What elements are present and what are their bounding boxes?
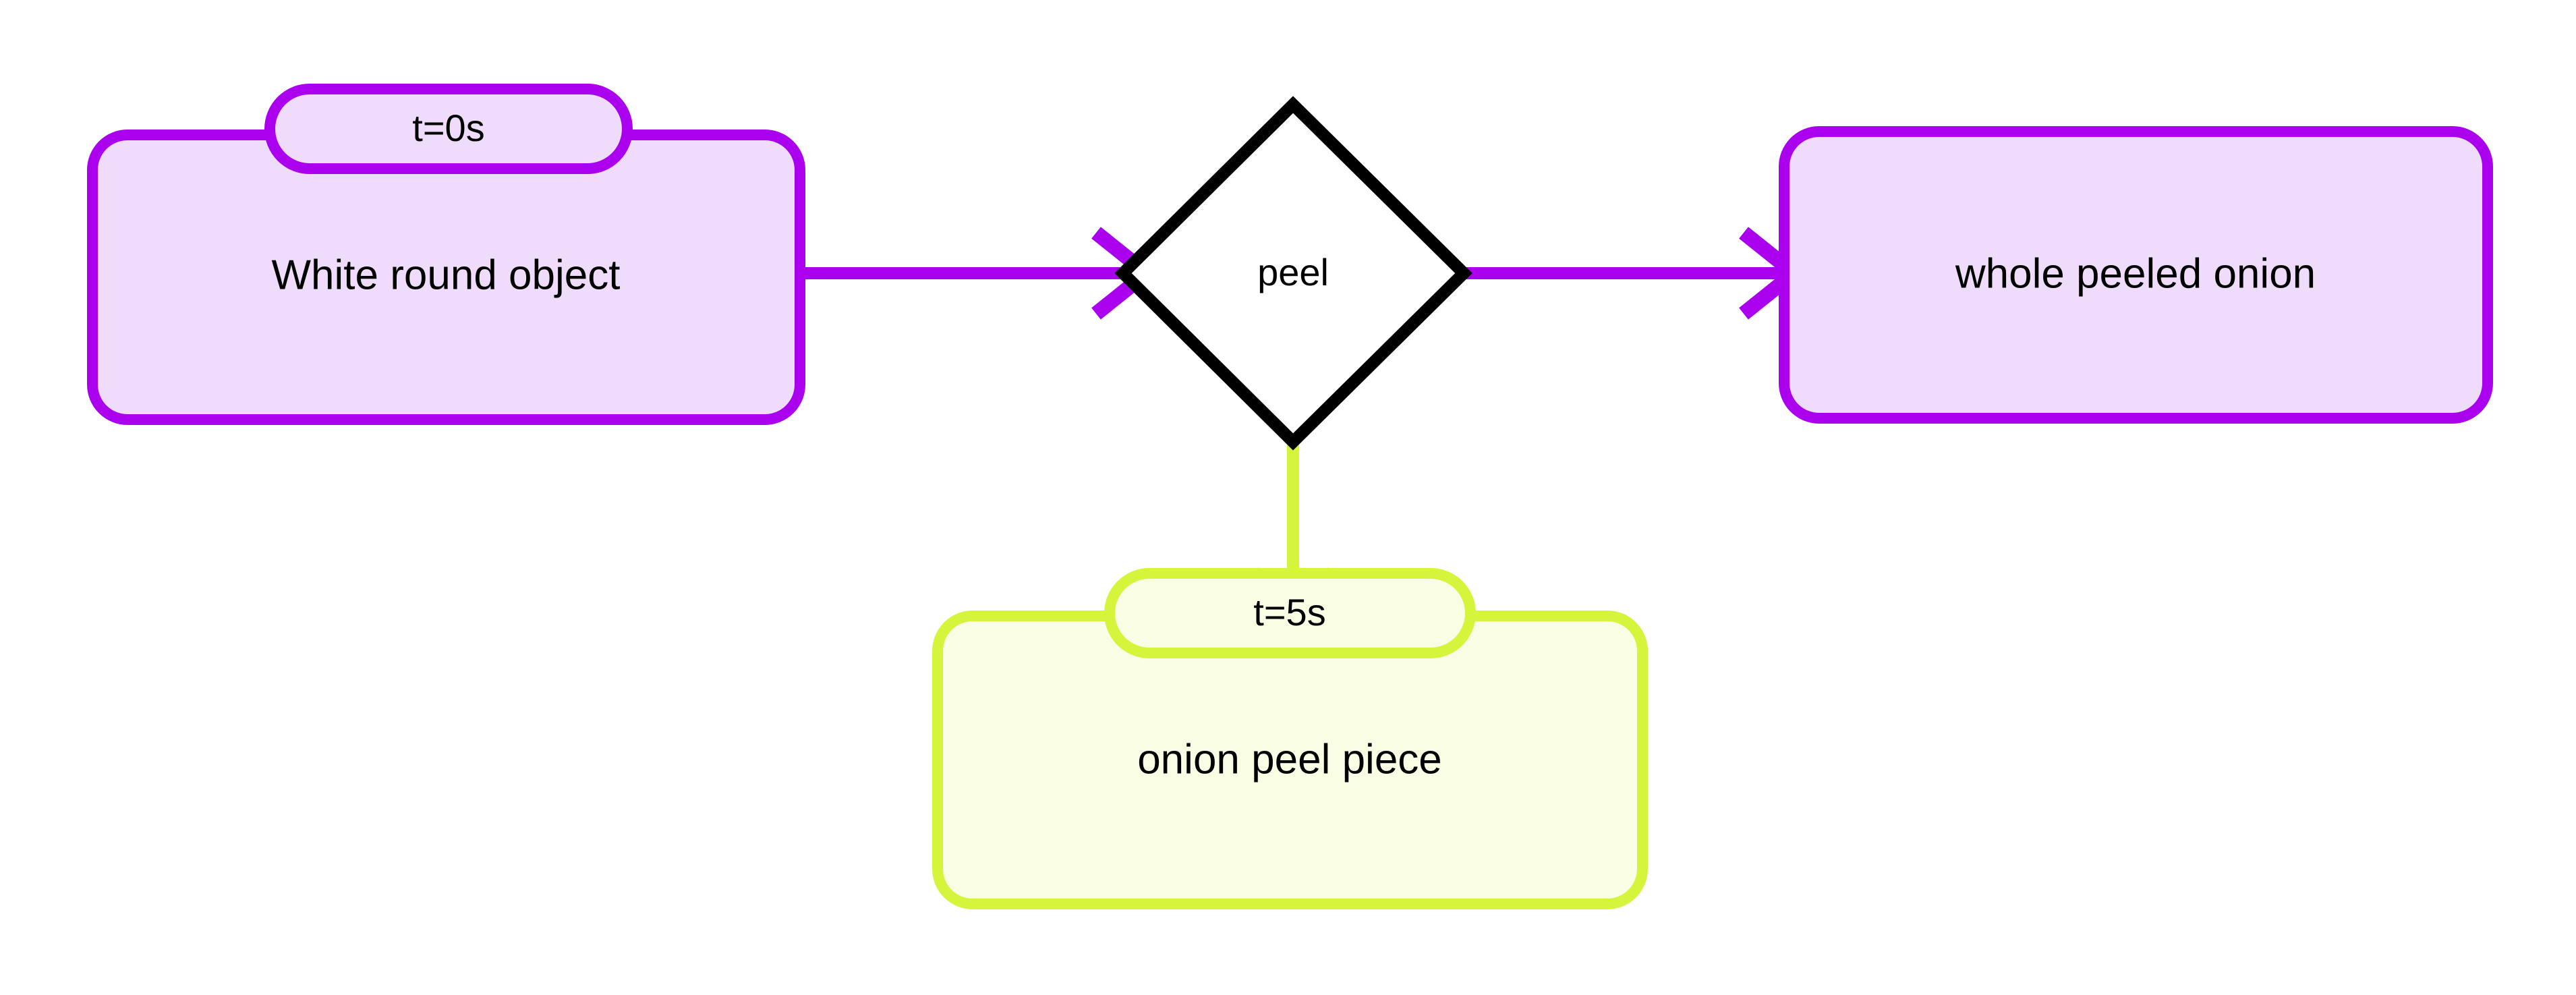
node-action[interactable]: peel: [1114, 96, 1472, 451]
node-action-label: peel: [1257, 251, 1329, 293]
node-result-bottom[interactable]: t=5s onion peel piece: [932, 568, 1648, 909]
node-result-bottom-time-text: t=5s: [1253, 591, 1325, 633]
node-start-time-text: t=0s: [412, 107, 484, 149]
node-result-right-body[interactable]: [1779, 126, 2493, 424]
edge-action-to-right: [1461, 227, 1806, 320]
node-start[interactable]: t=0s White round object: [87, 84, 805, 425]
node-result-right[interactable]: whole peeled onion: [1779, 126, 2493, 424]
node-result-bottom-label: onion peel piece: [1137, 736, 1442, 783]
node-start-time-badge: [264, 84, 633, 174]
node-start-label: White round object: [272, 252, 621, 298]
edge-start-to-action: [800, 227, 1159, 320]
node-action-diamond[interactable]: [1114, 96, 1472, 451]
node-result-bottom-time-badge: [1104, 568, 1476, 658]
node-result-right-label: whole peeled onion: [1955, 250, 2316, 297]
